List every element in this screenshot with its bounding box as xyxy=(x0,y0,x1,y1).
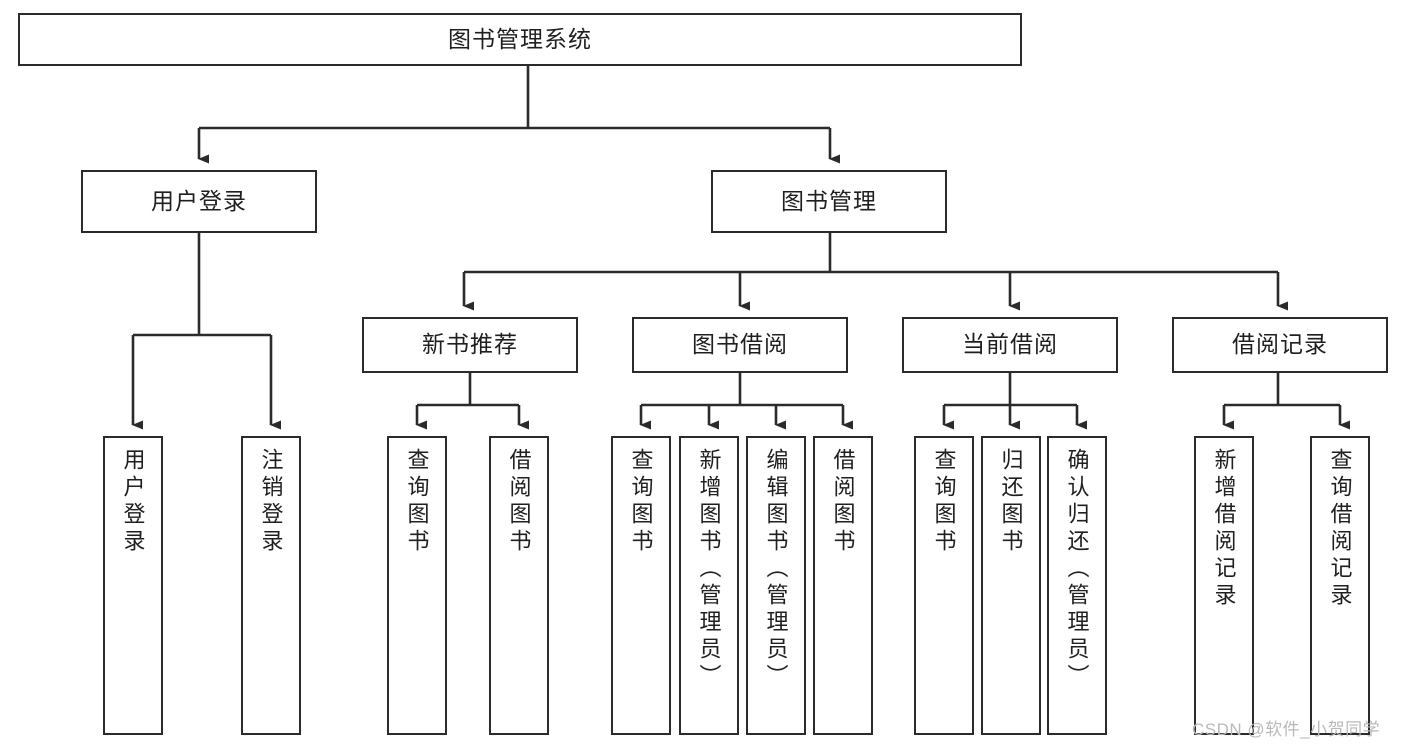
node-label: 查询借阅记录 xyxy=(1327,448,1353,610)
node-label: 新增借阅记录 xyxy=(1211,448,1237,610)
leaf-new-book-borrow-book[interactable]: 借阅图书 xyxy=(489,436,549,735)
node-label: 用户登录 xyxy=(151,187,247,214)
leaf-book-borrow-add-book-admin[interactable]: 新增图书（管理员） xyxy=(679,436,739,735)
node-label: 借阅图书 xyxy=(830,448,856,556)
node-label: 图书管理 xyxy=(781,187,877,214)
node-label: 归还图书 xyxy=(998,448,1024,556)
node-root-book-management-system[interactable]: 图书管理系统 xyxy=(18,13,1022,66)
node-book-management[interactable]: 图书管理 xyxy=(711,170,947,233)
leaf-current-borrow-query-book[interactable]: 查询图书 xyxy=(914,436,974,735)
leaf-borrow-record-add-record[interactable]: 新增借阅记录 xyxy=(1194,436,1254,735)
node-label: 查询图书 xyxy=(404,448,430,556)
leaf-user-login-logout[interactable]: 注销登录 xyxy=(241,436,301,735)
node-label: 当前借阅 xyxy=(962,331,1058,358)
node-borrow-record[interactable]: 借阅记录 xyxy=(1172,317,1388,373)
node-user-login[interactable]: 用户登录 xyxy=(81,170,317,233)
node-label: 查询图书 xyxy=(931,448,957,556)
node-label: 借阅记录 xyxy=(1232,331,1328,358)
leaf-book-borrow-borrow-book[interactable]: 借阅图书 xyxy=(813,436,873,735)
leaf-book-borrow-edit-book-admin[interactable]: 编辑图书（管理员） xyxy=(746,436,806,735)
node-label: 借阅图书 xyxy=(506,448,532,556)
node-new-book-recommend[interactable]: 新书推荐 xyxy=(362,317,578,373)
node-label: 新书推荐 xyxy=(422,331,518,358)
leaf-borrow-record-query-record[interactable]: 查询借阅记录 xyxy=(1310,436,1370,735)
leaf-current-borrow-return-book[interactable]: 归还图书 xyxy=(981,436,1041,735)
node-label: 注销登录 xyxy=(258,448,284,556)
node-book-borrow[interactable]: 图书借阅 xyxy=(632,317,848,373)
node-label: 图书管理系统 xyxy=(448,25,592,52)
leaf-book-borrow-query-book[interactable]: 查询图书 xyxy=(611,436,671,735)
node-current-borrow[interactable]: 当前借阅 xyxy=(902,317,1118,373)
leaf-current-borrow-confirm-return-admin[interactable]: 确认归还（管理员） xyxy=(1047,436,1107,735)
leaf-user-login-login[interactable]: 用户登录 xyxy=(103,436,163,735)
node-label: 确认归还（管理员） xyxy=(1064,448,1090,691)
node-label: 图书借阅 xyxy=(692,331,788,358)
node-label: 查询图书 xyxy=(628,448,654,556)
node-label: 编辑图书（管理员） xyxy=(763,448,789,691)
node-label: 用户登录 xyxy=(120,448,146,556)
csdn-watermark: CSDN @软件_小贺同学 xyxy=(1192,720,1381,739)
leaf-new-book-query-book[interactable]: 查询图书 xyxy=(387,436,447,735)
node-label: 新增图书（管理员） xyxy=(696,448,722,691)
